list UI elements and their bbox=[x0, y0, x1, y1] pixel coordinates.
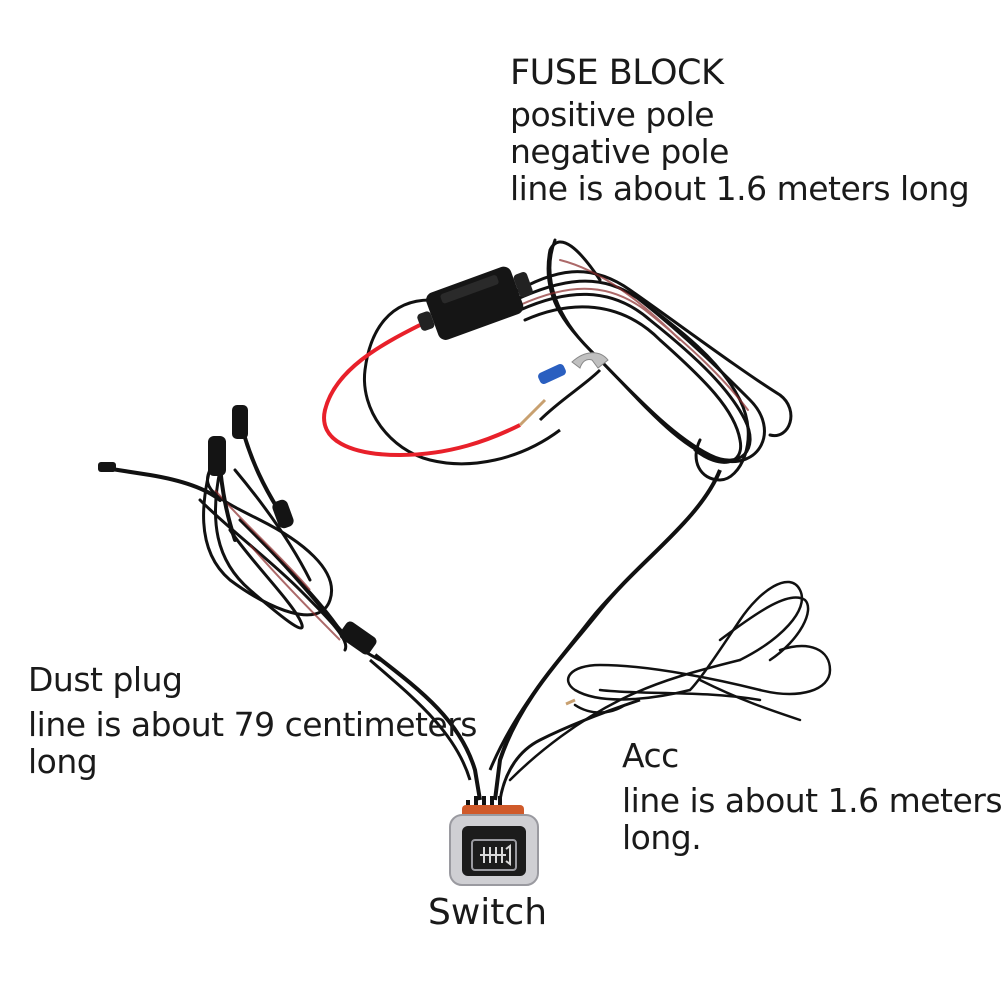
dust-plug-inline-connector bbox=[339, 621, 377, 655]
fuse-block-negative-pole: negative pole bbox=[510, 132, 729, 172]
dust-plug-cable-2 bbox=[369, 658, 472, 781]
acc-wire-coil bbox=[508, 580, 832, 782]
negative-pole-wire bbox=[538, 368, 602, 422]
fuse-cable-coil bbox=[508, 238, 793, 482]
dust-plug-length-line2: long bbox=[28, 741, 98, 781]
positive-pole-wire bbox=[322, 323, 521, 458]
fuse-holder bbox=[417, 266, 533, 340]
horn-icon bbox=[480, 844, 511, 866]
dust-plug-length-line1: line is about 79 centimeters bbox=[28, 704, 478, 744]
switch-label: Switch bbox=[428, 892, 548, 933]
acc-title: Acc bbox=[622, 736, 679, 775]
fuse-cable-coil-red bbox=[519, 259, 749, 411]
fuse-block-label: FUSE BLOCK positive pole negative pole l… bbox=[510, 53, 970, 209]
acc-length-line1: line is about 1.6 meters bbox=[622, 780, 1001, 820]
dust-plug-cable bbox=[373, 653, 482, 801]
acc-label: Acc line is about 1.6 meters long. bbox=[622, 736, 1001, 857]
dust-plug-title: Dust plug bbox=[28, 660, 183, 699]
dust-plug-label: Dust plug line is about 79 centimeters l… bbox=[28, 660, 478, 781]
fuse-block-length: line is about 1.6 meters long bbox=[510, 169, 970, 209]
fuse-block-positive-pole: positive pole bbox=[510, 95, 715, 135]
fuse-block-title: FUSE BLOCK bbox=[510, 53, 724, 93]
negative-pole-blue-sleeve bbox=[538, 363, 566, 385]
positive-pole-terminal bbox=[518, 398, 547, 427]
fuse-holder-black-lead bbox=[362, 298, 561, 466]
negative-pole-ring-terminal bbox=[571, 352, 609, 369]
acc-wire-tip bbox=[565, 698, 576, 706]
switch-module bbox=[449, 796, 539, 886]
acc-cable-to-switch bbox=[498, 698, 641, 801]
dust-plug-caps bbox=[98, 405, 294, 529]
dust-plug-leads bbox=[103, 418, 287, 542]
fuse-trunk-cable-2 bbox=[488, 479, 717, 771]
acc-length-line2: long. bbox=[622, 817, 702, 857]
